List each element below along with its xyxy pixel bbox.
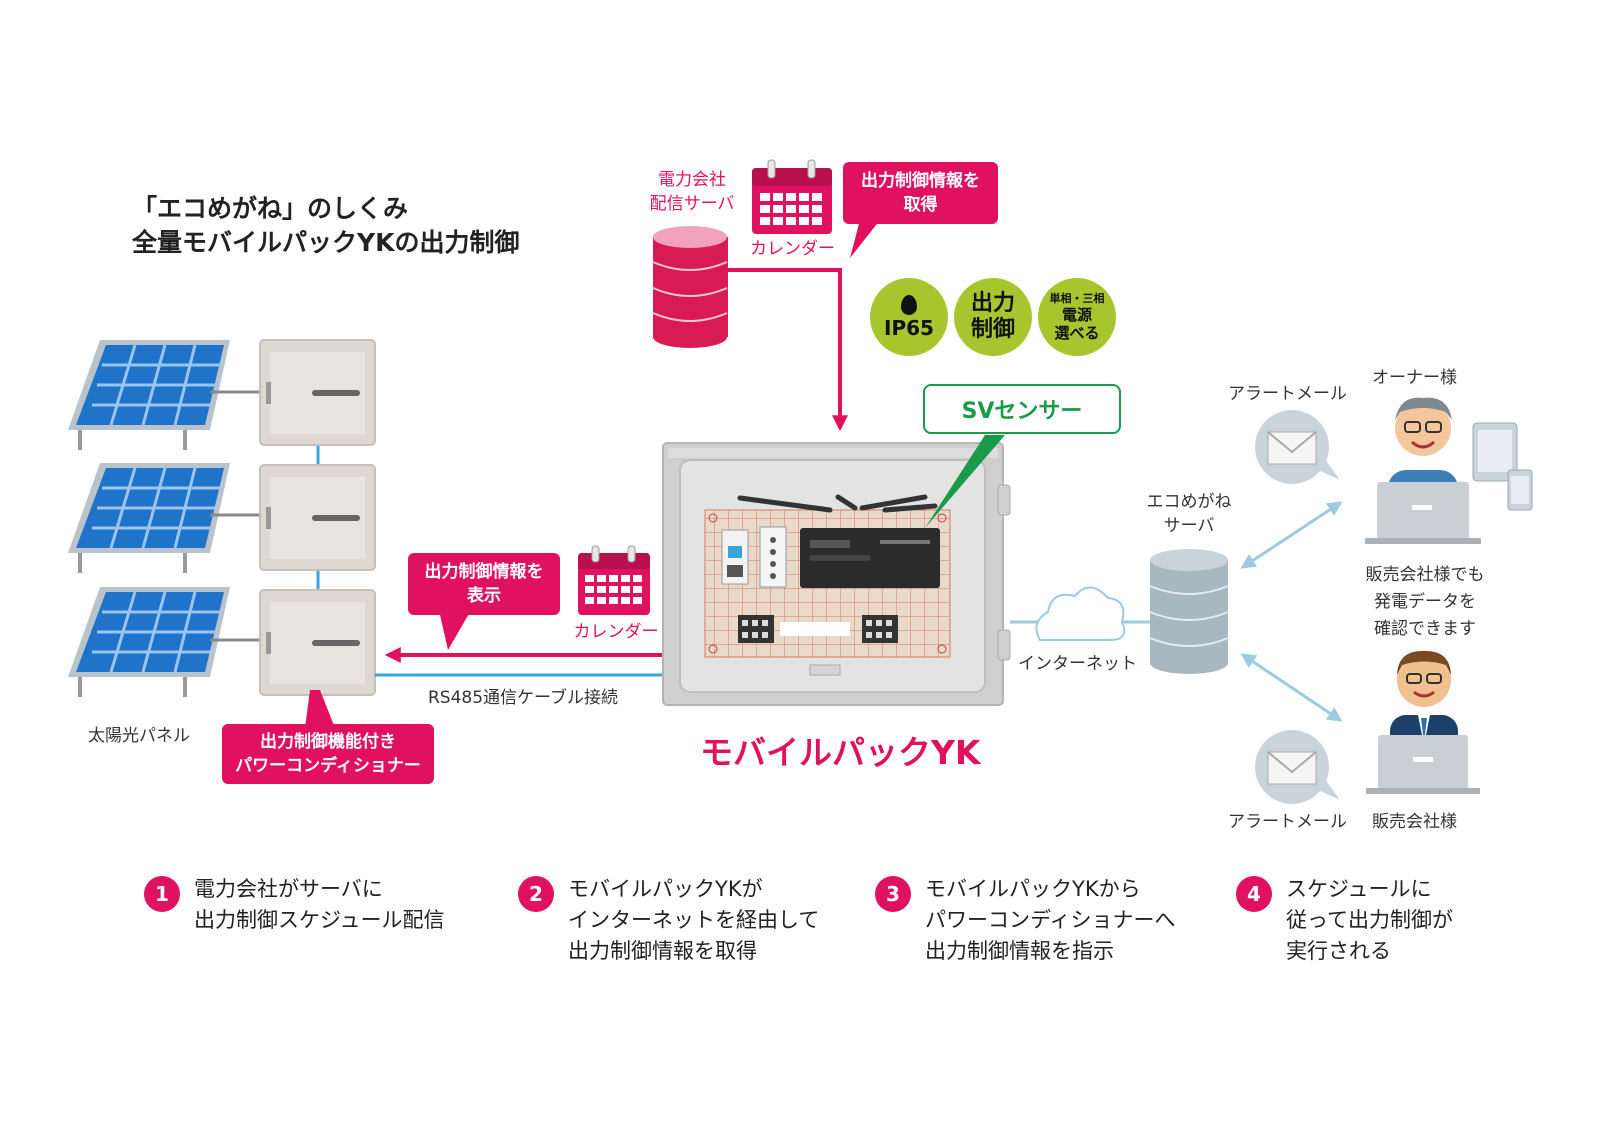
sv-sensor-pointer: [925, 435, 1005, 528]
sv-sensor-label: SVセンサー: [923, 384, 1121, 434]
pcs-callout-pointer: [305, 690, 335, 728]
output-control-line1: 出力: [970, 291, 1015, 316]
mail-icon-bottom: [1255, 730, 1340, 804]
step-1-number: 1: [144, 876, 180, 912]
step-2-line2: インターネットを経由して: [568, 908, 820, 932]
sync-arrow-owner: [1240, 501, 1343, 569]
step-2-number: 2: [518, 876, 554, 912]
sales-note-line2: 発電データを: [1374, 592, 1476, 612]
alert-mail-bottom-label: アラートメール: [1228, 812, 1347, 832]
left-callout-line1: 出力制御情報を: [424, 562, 544, 582]
output-control-line2: 制御: [970, 317, 1015, 342]
ecomegane-server-label-line2: サーバ: [1163, 516, 1215, 536]
alert-mail-top-label: アラートメール: [1228, 384, 1347, 404]
solar-panel-2: [68, 463, 262, 573]
step-3-number: 3: [875, 876, 911, 912]
utility-server-label-line1: 電力会社: [658, 170, 726, 190]
step-4-line3: 実行される: [1286, 939, 1391, 963]
ecomegane-server-label: エコめがね サーバ: [1134, 490, 1244, 538]
step-2-text: モバイルパックYKが インターネットを経由して 出力制御情報を取得: [568, 874, 819, 967]
utility-server-label: 電力会社 配信サーバ: [632, 168, 752, 216]
step-4-text: スケジュールに 従って出力制御が 実行される: [1286, 874, 1453, 967]
utility-server-icon: [652, 226, 728, 348]
left-calendar-label: カレンダー: [573, 622, 659, 642]
diagram-title-line1: 「エコめがね」のしくみ: [132, 194, 409, 223]
power-select-small: 単相・三相: [1049, 292, 1105, 305]
step-3-line1: モバイルパックYKから: [925, 877, 1141, 901]
step-1-line1: 電力会社がサーバに: [194, 877, 383, 901]
step-1-text: 電力会社がサーバに 出力制御スケジュール配信: [194, 874, 445, 936]
step-4-line1: スケジュールに: [1286, 877, 1432, 901]
sales-note-line1: 販売会社様でも: [1365, 565, 1485, 585]
internet-label: インターネット: [1018, 654, 1137, 674]
solar-panel-3: [68, 587, 262, 697]
sales-note: 販売会社様でも 発電データを 確認できます: [1350, 562, 1500, 643]
owner-label: オーナー様: [1372, 368, 1457, 388]
tablet-icon: [1472, 422, 1518, 482]
step-1-line2: 出力制御スケジュール配信: [194, 908, 445, 932]
control-arrow-to-box: [728, 268, 848, 432]
step-3-text: モバイルパックYKから パワーコンディショナーへ 出力制御情報を指示: [925, 874, 1176, 967]
power-select-badge: 単相・三相 電源 選べる: [1038, 278, 1116, 356]
mobile-pack-yk-label: モバイルパックYK: [700, 733, 981, 772]
output-control-badge: 出力 制御: [954, 278, 1032, 356]
pcs-callout-line2: パワーコンディショナー: [235, 756, 421, 776]
cable-label: RS485通信ケーブル接続: [428, 688, 619, 708]
step-3-line3: 出力制御情報を指示: [925, 939, 1114, 963]
left-callout: 出力制御情報を 表示: [408, 553, 560, 615]
step-3-line2: パワーコンディショナーへ: [925, 908, 1176, 932]
step-2-line1: モバイルパックYKが: [568, 877, 763, 901]
power-conditioner-2: [259, 464, 376, 571]
mail-icon-top: [1255, 410, 1340, 484]
sales-note-line3: 確認できます: [1374, 619, 1476, 639]
left-callout-pointer: [440, 612, 470, 650]
mobile-pack-yk-box: [662, 442, 1011, 706]
top-callout-line1: 出力制御情報を: [861, 171, 980, 191]
top-callout-pointer: [850, 220, 880, 258]
owner-avatar: [1365, 397, 1481, 544]
pcs-callout: 出力制御機能付き パワーコンディショナー: [222, 724, 434, 784]
step-4-line2: 従って出力制御が: [1286, 908, 1453, 932]
step-2: 2 モバイルパックYKが インターネットを経由して 出力制御情報を取得: [518, 874, 819, 967]
utility-server-label-line2: 配信サーバ: [649, 194, 735, 214]
solar-panel-label: 太陽光パネル: [88, 726, 190, 746]
water-drop-icon: [901, 295, 917, 315]
solar-panel-1: [68, 340, 262, 450]
power-conditioner-3: [259, 589, 376, 696]
ip65-badge: IP65: [870, 278, 948, 356]
ip65-text: IP65: [884, 316, 934, 340]
top-callout: 出力制御情報を 取得: [843, 162, 998, 224]
step-1: 1 電力会社がサーバに 出力制御スケジュール配信: [144, 874, 445, 936]
sales-company-avatar: [1366, 650, 1480, 794]
pcs-callout-line1: 出力制御機能付き: [260, 732, 396, 752]
top-calendar-label: カレンダー: [750, 239, 835, 259]
left-callout-line2: 表示: [467, 586, 501, 606]
sync-arrow-sales: [1240, 653, 1343, 722]
ecomegane-server-label-line1: エコめがね: [1146, 492, 1232, 512]
step-2-line3: 出力制御情報を取得: [568, 939, 757, 963]
calendar-icon-top: [752, 159, 832, 234]
diagram-title-line2: 全量モバイルパックYKの出力制御: [132, 228, 520, 257]
smartphone-icon: [1507, 469, 1533, 511]
power-conditioner-1: [259, 339, 376, 446]
step-4: 4 スケジュールに 従って出力制御が 実行される: [1236, 874, 1453, 967]
power-select-line2: 選べる: [1054, 324, 1100, 342]
top-callout-line2: 取得: [903, 195, 938, 215]
power-select-line1: 電源: [1061, 306, 1092, 324]
step-3: 3 モバイルパックYKから パワーコンディショナーへ 出力制御情報を指示: [875, 874, 1176, 967]
calendar-icon-left: [578, 545, 650, 615]
cloud-icon: [1035, 586, 1126, 641]
step-4-number: 4: [1236, 876, 1272, 912]
sales-company-label: 販売会社様: [1372, 812, 1457, 832]
ecomegane-server-icon: [1149, 549, 1229, 674]
